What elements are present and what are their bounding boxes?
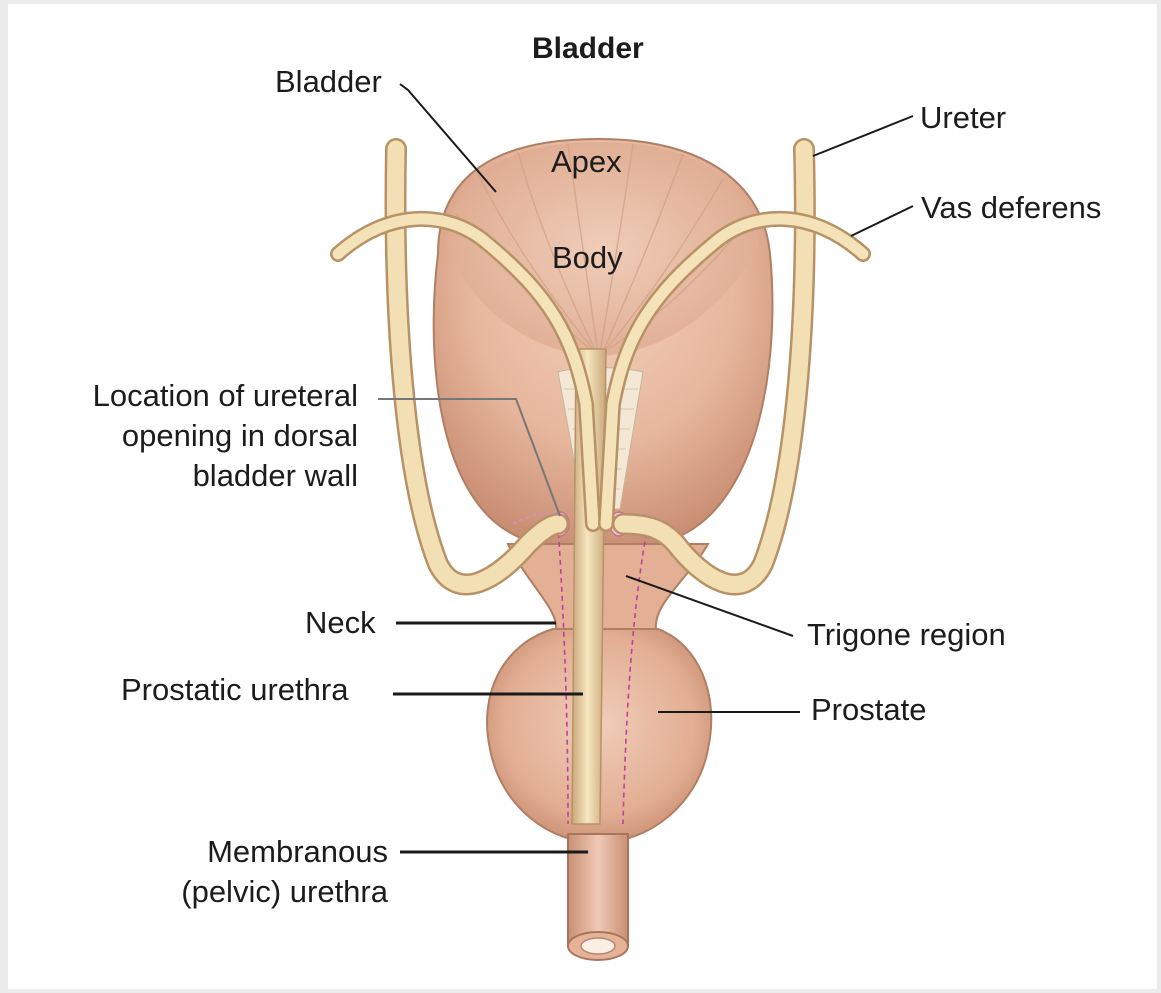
label-neck: Neck bbox=[305, 605, 376, 641]
leader-ureter bbox=[813, 116, 913, 156]
label-bladder: Bladder bbox=[275, 64, 382, 100]
leader-vas-deferens bbox=[851, 206, 913, 236]
label-membranous-urethra: Membranous (pelvic) urethra bbox=[108, 832, 388, 912]
label-vas-deferens: Vas deferens bbox=[921, 190, 1101, 226]
label-ureteral-opening: Location of ureteral opening in dorsal b… bbox=[38, 376, 358, 496]
label-prostatic-urethra: Prostatic urethra bbox=[121, 672, 348, 708]
label-apex: Apex bbox=[551, 144, 622, 180]
label-trigone: Trigone region bbox=[807, 617, 1006, 653]
diagram-frame: Bladder Bladder Apex Body Ureter Vas def… bbox=[8, 4, 1157, 989]
diagram-title: Bladder bbox=[532, 32, 644, 67]
label-ureter: Ureter bbox=[920, 100, 1006, 136]
label-body: Body bbox=[552, 240, 623, 276]
leader-bladder bbox=[400, 84, 496, 192]
label-prostate: Prostate bbox=[811, 692, 926, 728]
